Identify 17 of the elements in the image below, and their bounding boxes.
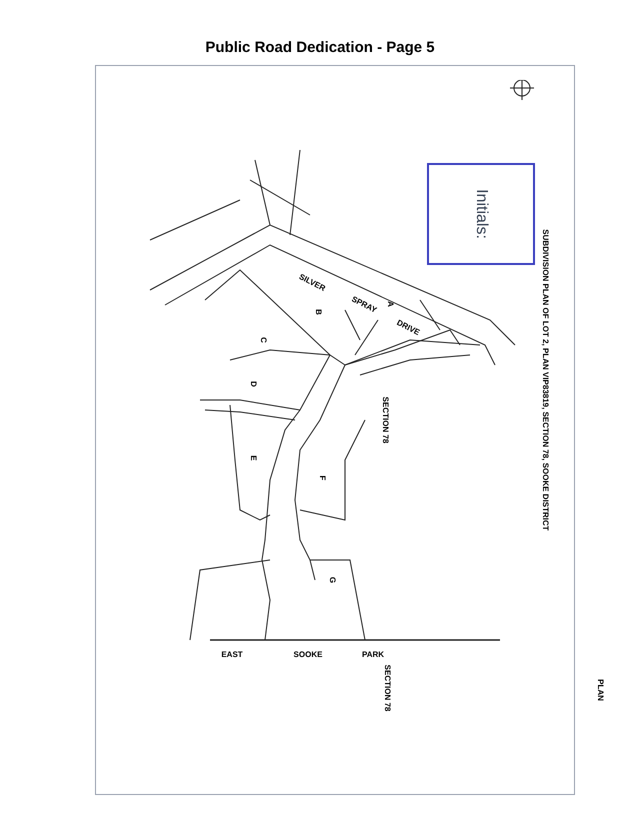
initials-box	[427, 163, 535, 265]
plan-label: G	[327, 576, 338, 584]
plan-label: PARK	[362, 649, 384, 661]
plan-label: D	[248, 381, 259, 387]
plan-label: SECTION 78	[382, 664, 393, 712]
plan-label: SECTION 78	[380, 396, 391, 444]
plan-label: E	[248, 455, 259, 461]
initials-label: Initials:	[472, 189, 491, 239]
plan-label: SUBDIVISION PLAN OF LOT 2, PLAN VIP83819, SECTION 78, SOOKE DISTRICT	[540, 229, 551, 531]
page-title: Public Road Dedication - Page 5	[204, 38, 436, 58]
plan-label: F	[317, 476, 328, 480]
plan-label: SOOKE	[294, 649, 322, 661]
plan-label: EAST	[221, 649, 243, 661]
plan-label: A	[385, 301, 396, 307]
plan-label: B	[313, 309, 324, 315]
plan-label: C	[258, 337, 269, 343]
plan-label: PLAN	[595, 679, 606, 701]
